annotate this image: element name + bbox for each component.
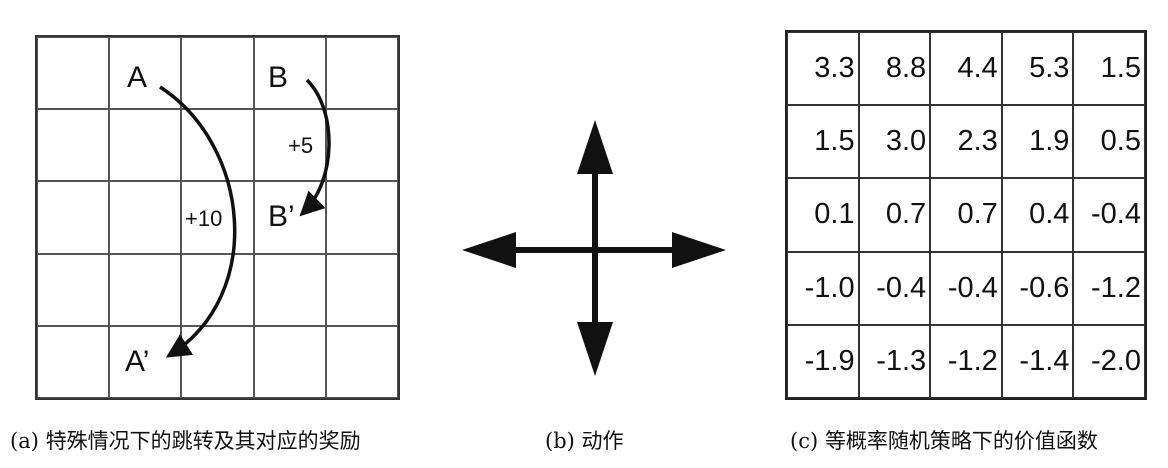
grid-cell xyxy=(181,181,254,254)
grid-cell xyxy=(253,325,326,398)
caption-a: (a) 特殊情况下的跳转及其对应的奖励 xyxy=(10,429,361,453)
value-cell: -2.0 xyxy=(1073,324,1145,398)
state-b-label: B xyxy=(268,61,289,94)
value-cell: 1.5 xyxy=(1073,32,1145,106)
grid-cell xyxy=(37,37,110,110)
grid-cell xyxy=(253,181,326,254)
grid-cell xyxy=(109,181,182,254)
grid-cell xyxy=(109,325,182,398)
caption-c: (c) 等概率随机策略下的价值函数 xyxy=(790,429,1098,453)
grid-cell xyxy=(181,109,254,182)
value-cell: 5.3 xyxy=(1001,32,1074,106)
reward-b-label: +5 xyxy=(288,133,314,158)
grid-cell xyxy=(109,37,182,110)
grid-cell xyxy=(181,325,254,398)
arrow-b-to-b-prime xyxy=(299,78,331,217)
value-cell: 0.5 xyxy=(1073,105,1145,179)
grid-cell xyxy=(325,181,398,254)
reward-a-label: +10 xyxy=(185,206,223,231)
grid-cell xyxy=(181,253,254,326)
grid-cell xyxy=(37,181,110,254)
value-cell: -0.6 xyxy=(1001,251,1074,325)
transition-arrows xyxy=(159,78,331,358)
arrow-down-icon xyxy=(577,322,613,376)
value-cell: 8.8 xyxy=(858,32,931,106)
grid-cell xyxy=(253,109,326,182)
value-cell: -1.0 xyxy=(787,251,859,325)
arrow-right-icon xyxy=(672,232,726,268)
caption-b: (b) 动作 xyxy=(545,429,624,453)
grid-cell xyxy=(37,109,110,182)
value-cell: 0.7 xyxy=(858,178,931,252)
value-cell: -1.9 xyxy=(787,324,859,398)
value-cell: 2.3 xyxy=(930,105,1002,179)
value-cell: 0.1 xyxy=(787,178,859,252)
state-a-label: A xyxy=(127,61,148,94)
grid-cell xyxy=(253,37,326,110)
value-cell: 3.3 xyxy=(787,32,859,106)
gridworld-panel: A B B’ A’ +10 +5 xyxy=(35,35,400,400)
value-cell: -0.4 xyxy=(858,251,931,325)
grid-cell xyxy=(325,37,398,110)
value-cell: -0.4 xyxy=(1073,178,1145,252)
state-a-prime-label: A’ xyxy=(125,345,150,378)
grid-cell xyxy=(181,37,254,110)
state-b-prime-label: B’ xyxy=(268,200,295,233)
value-cell: 4.4 xyxy=(930,32,1002,106)
value-cell: -1.2 xyxy=(930,324,1002,398)
grid-cell xyxy=(109,253,182,326)
grid-cell xyxy=(37,253,110,326)
grid-cell xyxy=(325,109,398,182)
grid-cell xyxy=(37,325,110,398)
value-cell: -1.3 xyxy=(858,324,931,398)
value-cell: 0.7 xyxy=(930,178,1002,252)
value-cell: -0.4 xyxy=(930,251,1002,325)
arrow-a-to-a-prime xyxy=(159,85,237,358)
gridworld-grid xyxy=(35,35,400,400)
value-cell: 0.4 xyxy=(1001,178,1074,252)
arrow-up-icon xyxy=(577,120,613,174)
value-cell: 1.9 xyxy=(1001,105,1074,179)
actions-diagram xyxy=(462,120,726,376)
grid-cell xyxy=(325,325,398,398)
value-cell: -1.2 xyxy=(1073,251,1145,325)
value-cell: 3.0 xyxy=(858,105,931,179)
value-cell: 1.5 xyxy=(787,105,859,179)
arrow-left-icon xyxy=(462,232,516,268)
grid-cell xyxy=(109,109,182,182)
grid-cell xyxy=(253,253,326,326)
grid-cell xyxy=(325,253,398,326)
value-cell: -1.4 xyxy=(1001,324,1074,398)
